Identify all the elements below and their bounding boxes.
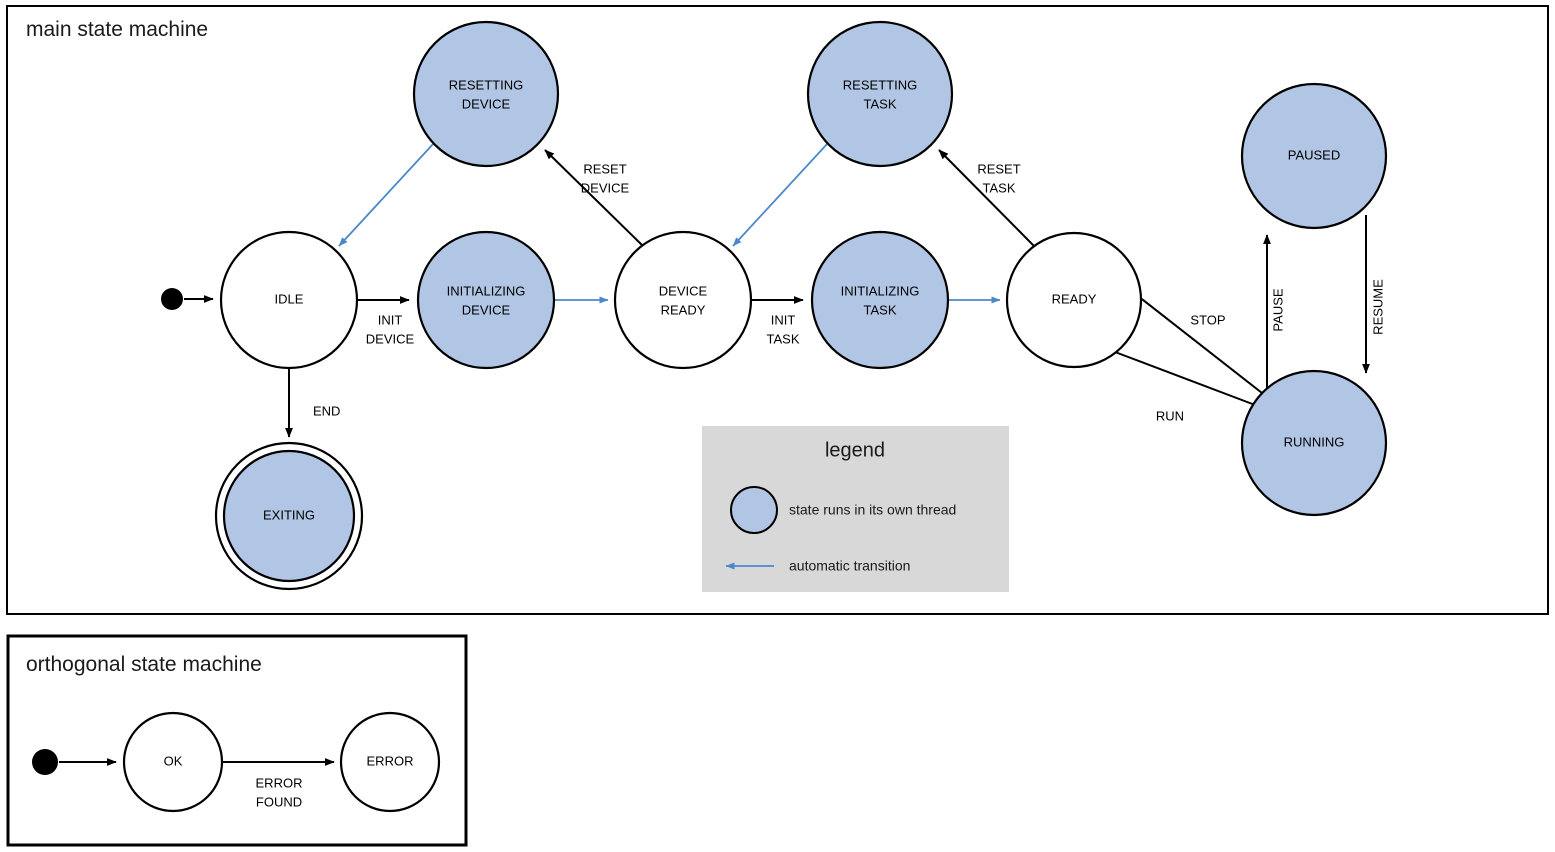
state-label-ok: OK: [164, 753, 183, 768]
edge-label-init-task-line1: INIT: [771, 312, 796, 327]
state-label-paused: PAUSED: [1288, 147, 1341, 162]
state-circle-resetting-task[interactable]: [806, 20, 954, 168]
edge-label-stop: STOP: [1190, 312, 1225, 327]
state-node-initializing-task[interactable]: INITIALIZING TASK: [810, 230, 950, 370]
state-label-initializing-task-line2: TASK: [864, 302, 897, 317]
legend-title: legend: [825, 439, 885, 461]
edge-label-init-task-line2: TASK: [767, 331, 800, 346]
state-circle-initializing-task[interactable]: [810, 230, 950, 370]
state-node-resetting-device[interactable]: RESETTING DEVICE: [412, 20, 560, 168]
state-node-error[interactable]: ERROR: [339, 711, 441, 813]
edge-label-error-found-line2: FOUND: [256, 794, 302, 809]
transition-resetting-device-to-idle: [338, 142, 435, 247]
state-circle-initializing-device[interactable]: [416, 230, 556, 370]
state-label-resetting-task-line2: TASK: [864, 96, 897, 111]
orthogonal-panel: orthogonal state machine ERROR FOUND OK …: [6, 634, 468, 847]
start-state-dot[interactable]: [161, 288, 183, 310]
state-node-paused[interactable]: PAUSED: [1240, 82, 1388, 230]
transition-ready-to-running: RUN: [1114, 351, 1264, 423]
edge-label-reset-device-line1: RESET: [583, 161, 626, 176]
state-circle-paused[interactable]: [1240, 82, 1388, 230]
transition-paused-to-running: RESUME: [1362, 215, 1385, 374]
state-circle-resetting-device[interactable]: [412, 20, 560, 168]
state-label-initializing-task-line1: INITIALIZING: [841, 283, 920, 298]
state-node-initializing-device[interactable]: INITIALIZING DEVICE: [416, 230, 556, 370]
state-circle-running[interactable]: [1240, 369, 1388, 517]
transition-running-to-ready: STOP: [1128, 288, 1263, 394]
edge-label-error-found-line1: ERROR: [256, 775, 303, 790]
edge-label-resume: RESUME: [1370, 279, 1385, 335]
legend-label-automatic-transition: automatic transition: [789, 558, 910, 574]
state-label-resetting-device-line1: RESETTING: [449, 77, 523, 92]
blue-circle-icon: [730, 486, 778, 534]
edge-line-auto: [732, 142, 829, 247]
edge-label-reset-task-line1: RESET: [977, 161, 1020, 176]
edge-line: [938, 149, 1035, 247]
state-label-running: RUNNING: [1284, 434, 1345, 449]
state-node-resetting-task[interactable]: RESETTING TASK: [806, 20, 954, 168]
transition-ok-to-error: ERROR FOUND: [222, 758, 335, 809]
orthogonal-start-state-dot[interactable]: [32, 749, 58, 775]
state-circle-ok[interactable]: [122, 711, 224, 813]
state-label-resetting-device-line2: DEVICE: [462, 96, 511, 111]
transition-idle-to-initializing-device: INIT DEVICE: [357, 296, 415, 346]
state-circle-exiting[interactable]: [222, 449, 356, 583]
state-label-error: ERROR: [367, 753, 414, 768]
edge-line: [1114, 351, 1264, 409]
state-node-ok[interactable]: OK: [122, 711, 224, 813]
legend-label-thread-state: state runs in its own thread: [789, 502, 956, 518]
state-label-idle: IDLE: [275, 291, 304, 306]
state-label-exiting: EXITING: [263, 507, 315, 522]
state-label-resetting-task-line1: RESETTING: [843, 77, 917, 92]
edge-line-auto: [338, 142, 435, 247]
edge-label-init-device-line2: DEVICE: [366, 331, 415, 346]
state-node-device-ready[interactable]: DEVICE READY: [613, 230, 753, 370]
transition-resetting-task-to-device-ready: [732, 142, 829, 247]
transitions-layer: INIT DEVICE RESET DEVICE INIT TASK: [184, 142, 1385, 438]
state-circle-ready[interactable]: [1005, 231, 1143, 369]
state-node-ready[interactable]: READY: [1005, 231, 1143, 369]
state-circle-device-ready[interactable]: [613, 230, 753, 370]
transition-device-ready-to-initializing-task: INIT TASK: [751, 296, 804, 346]
state-circle-error[interactable]: [339, 711, 441, 813]
transition-idle-to-exiting: END: [285, 368, 340, 438]
legend-item-thread-state: state runs in its own thread: [730, 486, 956, 534]
transition-ready-to-resetting-task: RESET TASK: [938, 149, 1035, 247]
main-panel-title: main state machine: [26, 18, 208, 41]
state-label-device-ready-line2: READY: [661, 302, 706, 317]
state-node-running[interactable]: RUNNING: [1240, 369, 1388, 517]
state-label-device-ready-line1: DEVICE: [659, 283, 708, 298]
state-label-initializing-device-line2: DEVICE: [462, 302, 511, 317]
orthogonal-panel-title: orthogonal state machine: [26, 653, 262, 676]
edge-label-pause: PAUSE: [1270, 288, 1285, 331]
states-layer: IDLE RESETTING DEVICE INITIALIZING DEVIC…: [161, 20, 1388, 591]
edge-label-end: END: [313, 403, 340, 418]
legend-item-automatic-transition: automatic transition: [725, 558, 910, 574]
edge-label-reset-device-line2: DEVICE: [581, 180, 630, 195]
legend: legend state runs in its own thread auto…: [702, 426, 1009, 592]
transition-running-to-paused: PAUSE: [1263, 234, 1285, 392]
edge-label-run: RUN: [1156, 408, 1184, 423]
state-node-idle[interactable]: IDLE: [219, 230, 359, 370]
state-circle-idle[interactable]: [219, 230, 359, 370]
edge-line: [1128, 288, 1263, 394]
edge-label-reset-task-line2: TASK: [983, 180, 1016, 195]
state-node-exiting[interactable]: EXITING: [214, 441, 364, 591]
transition-device-ready-to-resetting-device: RESET DEVICE: [544, 149, 644, 247]
edge-label-init-device-line1: INIT: [378, 312, 403, 327]
state-label-ready: READY: [1052, 291, 1097, 306]
state-label-initializing-device-line1: INITIALIZING: [447, 283, 526, 298]
edge-line: [544, 149, 644, 247]
